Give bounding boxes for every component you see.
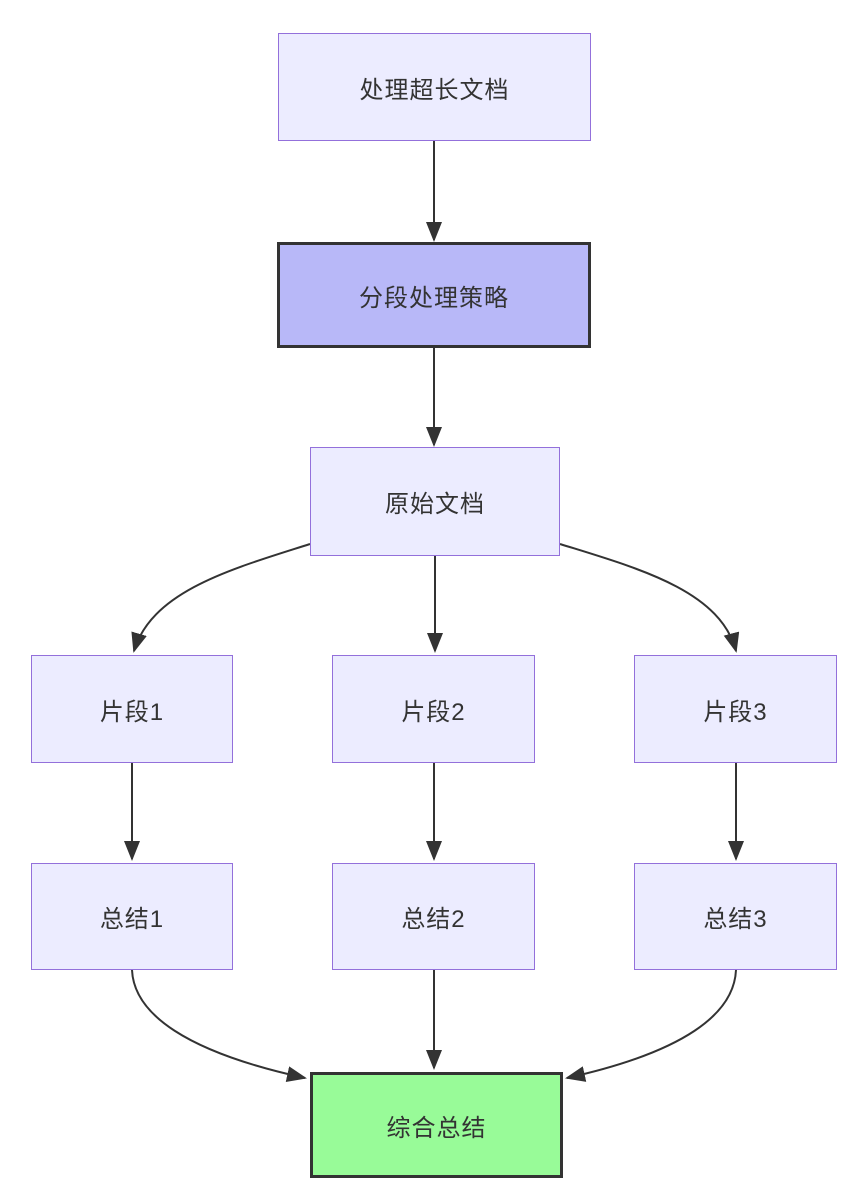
node-summary-1: 总结1 <box>31 863 233 970</box>
node-label: 片段3 <box>703 698 768 726</box>
node-summary-2: 总结2 <box>332 863 535 970</box>
edge-original-to-fragment1 <box>131 543 311 653</box>
node-fragment-2: 片段2 <box>332 655 535 763</box>
edge-original-to-fragment3 <box>559 543 740 653</box>
node-label: 总结2 <box>401 906 466 933</box>
node-label: 片段2 <box>401 698 466 726</box>
node-summary-3: 总结3 <box>634 863 837 970</box>
node-label: 片段1 <box>99 698 165 726</box>
edge-summary3-to-final <box>565 969 737 1082</box>
node-fragment-3: 片段3 <box>634 655 837 763</box>
node-label: 分段处理策略 <box>359 284 509 312</box>
node-final-summary: 综合总结 <box>310 1072 563 1178</box>
node-label: 原始文档 <box>385 491 485 518</box>
node-label: 总结3 <box>703 906 768 933</box>
node-process-long-document: 处理超长文档 <box>278 33 591 141</box>
node-label: 综合总结 <box>386 1114 487 1142</box>
node-fragment-1: 片段1 <box>31 655 233 763</box>
edge-summary1-to-final <box>131 969 307 1082</box>
node-label: 处理超长文档 <box>359 76 510 104</box>
node-original-document: 原始文档 <box>310 447 560 556</box>
node-segmentation-strategy: 分段处理策略 <box>277 242 591 348</box>
node-label: 总结1 <box>99 906 165 933</box>
